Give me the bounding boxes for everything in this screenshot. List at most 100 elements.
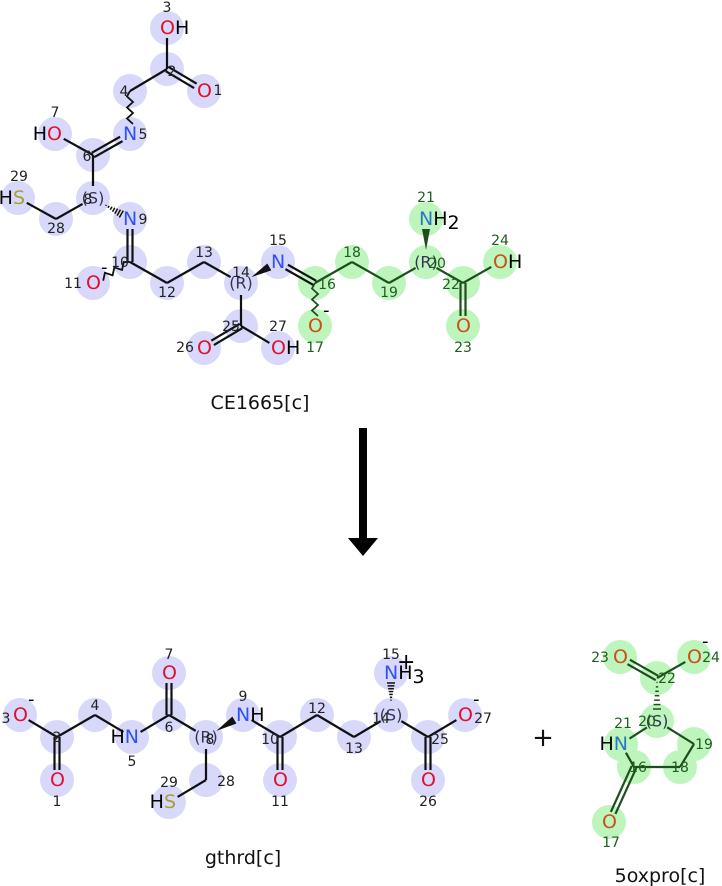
bond-14-25 bbox=[400, 720, 429, 738]
atom-14: (R)14 bbox=[229, 265, 253, 293]
atom-highlight bbox=[592, 805, 626, 839]
atom-number: 3 bbox=[2, 711, 11, 727]
atom-highlight bbox=[261, 331, 295, 365]
bond-16-17 bbox=[310, 282, 320, 317]
bond-16-18 bbox=[314, 261, 353, 284]
atom-highlight bbox=[448, 698, 482, 732]
atom-number: 10 bbox=[111, 255, 129, 271]
atom-highlight bbox=[40, 763, 74, 797]
atom-label: O bbox=[162, 662, 177, 684]
atom-number: 16 bbox=[629, 760, 647, 776]
bond-2-4 bbox=[56, 714, 96, 738]
atom-label: O bbox=[13, 704, 28, 726]
atom-number: 22 bbox=[658, 671, 676, 687]
atom-number: 2 bbox=[53, 730, 62, 746]
bond-10-12 bbox=[129, 261, 168, 284]
bond-14-15 bbox=[251, 263, 272, 278]
bond-9-10 bbox=[251, 719, 281, 738]
atom-16: 16 bbox=[629, 760, 647, 776]
atom-number: 23 bbox=[591, 650, 609, 666]
bond-28-29 bbox=[26, 201, 57, 220]
atom-label: HN bbox=[110, 726, 139, 748]
atom-15: NH3+15 bbox=[382, 647, 425, 688]
bond-22-20 bbox=[653, 681, 661, 710]
atom-number: 13 bbox=[195, 245, 213, 261]
atom-28: 28 bbox=[217, 774, 235, 790]
atom-number: 28 bbox=[47, 221, 65, 237]
bond-25-26 bbox=[210, 322, 243, 346]
atom-number: 27 bbox=[269, 319, 287, 335]
atom-highlight bbox=[38, 117, 72, 151]
bond-6-7 bbox=[165, 683, 173, 715]
atom-label: HN bbox=[599, 733, 628, 755]
atom-12: 12 bbox=[308, 701, 326, 717]
bond-15-16 bbox=[284, 263, 317, 287]
atom-number: 5 bbox=[139, 127, 148, 143]
atom-17: O17 bbox=[602, 811, 620, 851]
atom-1: O1 bbox=[50, 769, 65, 810]
atom-number: 13 bbox=[345, 741, 363, 757]
atom-number: 24 bbox=[702, 650, 720, 666]
atom-charge: - bbox=[101, 257, 108, 278]
atom-highlight bbox=[224, 266, 258, 300]
bond-16-21 bbox=[624, 752, 635, 768]
bond-6-7 bbox=[63, 137, 94, 156]
atom-number: 11 bbox=[64, 276, 82, 292]
bond-8-9 bbox=[105, 204, 124, 218]
atom-label: O bbox=[50, 769, 65, 791]
atom-27: O-27 bbox=[458, 689, 492, 727]
atom-number: 21 bbox=[614, 716, 632, 732]
atom-23: O23 bbox=[591, 646, 628, 668]
bond-20-22 bbox=[435, 266, 464, 284]
atom-label: N bbox=[271, 251, 285, 273]
reaction-arrow bbox=[348, 428, 378, 556]
atom-number: 26 bbox=[176, 340, 194, 356]
bond-9-10 bbox=[126, 229, 134, 262]
atom-11: O-11 bbox=[64, 257, 107, 294]
highlight-layer bbox=[1, 11, 711, 839]
atom-label: O bbox=[273, 769, 288, 791]
atom-10: 10 bbox=[261, 732, 279, 748]
atom-label: O bbox=[308, 315, 323, 337]
atom-26: O26 bbox=[419, 769, 437, 810]
atom-label: NH3 bbox=[384, 662, 425, 688]
atom-label: O bbox=[421, 769, 436, 791]
bond-19-20 bbox=[388, 266, 417, 284]
atom-number: 20 bbox=[638, 714, 656, 730]
atom-highlight bbox=[483, 245, 517, 279]
bond-2-4 bbox=[129, 68, 168, 92]
atom-highlight bbox=[374, 698, 408, 732]
bond-8-28 bbox=[55, 202, 84, 220]
bond-10-12 bbox=[279, 714, 318, 738]
atom-number: 7 bbox=[165, 647, 174, 663]
atom-number: 24 bbox=[491, 233, 509, 249]
atom-18: 18 bbox=[671, 760, 689, 776]
atom-2: 2 bbox=[53, 730, 62, 746]
atom-number: 9 bbox=[239, 689, 248, 705]
bond-13-14 bbox=[353, 720, 382, 738]
atom-number: 22 bbox=[442, 277, 460, 293]
bond-3-2 bbox=[28, 719, 58, 738]
atom-number: 11 bbox=[271, 794, 289, 810]
bond-2-1 bbox=[165, 65, 198, 89]
atom-charge: + bbox=[397, 650, 415, 675]
atom-number: 4 bbox=[91, 698, 100, 714]
bond-6-8 bbox=[168, 714, 197, 732]
atom-number: 2 bbox=[168, 64, 177, 80]
atom-highlight bbox=[409, 202, 443, 236]
atom-22: 22 bbox=[658, 671, 676, 687]
bond-16-17 bbox=[609, 765, 638, 815]
atom-3: O-3 bbox=[2, 689, 35, 727]
atom-8: (S)8 bbox=[82, 189, 105, 209]
atom-14: (S)14 bbox=[372, 706, 402, 728]
bond-20-21 bbox=[422, 229, 430, 250]
atom-number: 1 bbox=[214, 83, 223, 99]
atom-3: OH3 bbox=[160, 0, 189, 39]
bond-2-1 bbox=[53, 737, 61, 770]
product-name-gthrd: gthrd[c] bbox=[205, 847, 281, 869]
